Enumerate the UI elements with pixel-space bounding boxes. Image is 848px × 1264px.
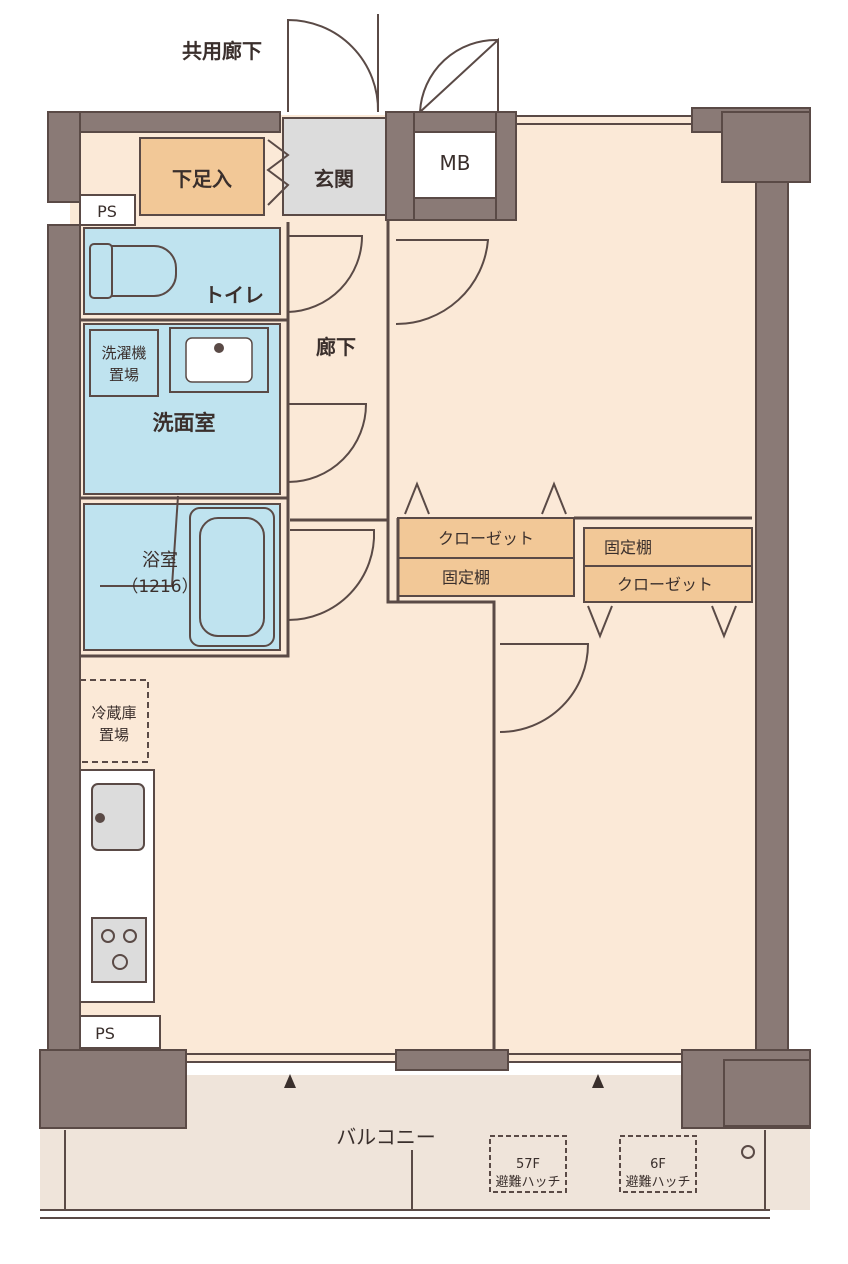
sink-drain: [95, 813, 105, 823]
label-closet-right: クローゼット: [617, 575, 713, 594]
sink: [91, 783, 145, 851]
wall-top-left: [51, 111, 281, 133]
fridge-space: [79, 679, 149, 763]
ps-top-box: [79, 194, 136, 226]
burner-1-icon: [101, 929, 115, 943]
entrance-folding-door: [266, 139, 290, 206]
drain-icon: [741, 1145, 755, 1159]
label-hatch1-floor: 57F: [516, 1157, 540, 1172]
label-ps-top: PS: [97, 202, 117, 221]
bathtub-inner: [199, 517, 265, 637]
closet-door-marks: [404, 481, 737, 639]
window-marker-1-icon: [284, 1074, 296, 1088]
label-fridge-line1: 冷蔵庫: [91, 704, 136, 722]
interior-walls: [80, 118, 752, 1050]
hatch-2: [619, 1135, 697, 1193]
wall-left-lower: [47, 224, 81, 1051]
label-common-corridor: 共用廊下: [182, 39, 262, 63]
label-balcony: バルコニー: [336, 1125, 436, 1149]
label-mb: MB: [440, 151, 471, 175]
label-washer-line2: 置場: [109, 366, 139, 384]
toilet-tank: [89, 243, 113, 299]
door-mb: [419, 37, 499, 113]
wall-left-upper: [47, 111, 81, 203]
door-common-1: [287, 18, 380, 113]
label-hatch1: 避難ハッチ: [495, 1175, 560, 1190]
bath-door-line: [100, 495, 179, 587]
stove: [91, 917, 147, 983]
label-bath-size: （1216）: [121, 577, 198, 597]
label-ps-bottom: PS: [95, 1024, 115, 1043]
shelf-right: [583, 527, 753, 567]
doors: [287, 14, 590, 733]
label-corridor: 廊下: [316, 335, 356, 359]
door-bath: [287, 529, 376, 622]
wall-bottom-mid: [395, 1049, 509, 1071]
faucet: [214, 343, 224, 353]
label-fridge-line2: 置場: [99, 726, 129, 744]
closet-right: [583, 565, 753, 603]
hatch-1: [489, 1135, 567, 1193]
wall-mb-right: [495, 111, 517, 221]
label-shelf-right: 固定棚: [604, 538, 652, 557]
burner-2-icon: [123, 929, 137, 943]
door-room-upper: [395, 239, 490, 326]
wall-mb-left: [385, 111, 415, 221]
windows: [186, 115, 692, 1063]
label-entrance: 玄関: [314, 167, 354, 191]
washer-space: [89, 329, 159, 397]
wall-bottom-right-low: [723, 1059, 811, 1127]
wall-top-right-block: [721, 111, 811, 183]
wall-bottom-left: [39, 1049, 187, 1129]
label-hatch2-floor: 6F: [650, 1157, 666, 1172]
label-closet-left: クローゼット: [438, 529, 534, 548]
ps-bottom-box: [79, 1015, 161, 1049]
label-hatch2: 避難ハッチ: [625, 1175, 690, 1190]
wall-right: [755, 111, 789, 1073]
label-washer-line1: 洗濯機: [101, 344, 146, 362]
door-room-lower: [499, 643, 590, 733]
washbasin-bowl: [185, 337, 253, 383]
entrance-floor: [282, 117, 387, 216]
label-shoe-closet: 下足入: [172, 167, 232, 191]
closet-left: [397, 517, 575, 559]
door-washroom: [287, 403, 368, 483]
shoe-closet: [139, 137, 265, 216]
door-toilet: [287, 235, 364, 313]
window-marker-2-icon: [592, 1074, 604, 1088]
outer-walls: [39, 107, 811, 1129]
label-shelf-left: 固定棚: [442, 568, 490, 587]
label-toilet: トイレ: [204, 283, 264, 307]
balcony-rail: [40, 1130, 770, 1219]
burner-3-icon: [112, 954, 128, 970]
label-washroom: 洗面室: [153, 411, 216, 435]
label-bath: 浴室: [142, 550, 178, 571]
